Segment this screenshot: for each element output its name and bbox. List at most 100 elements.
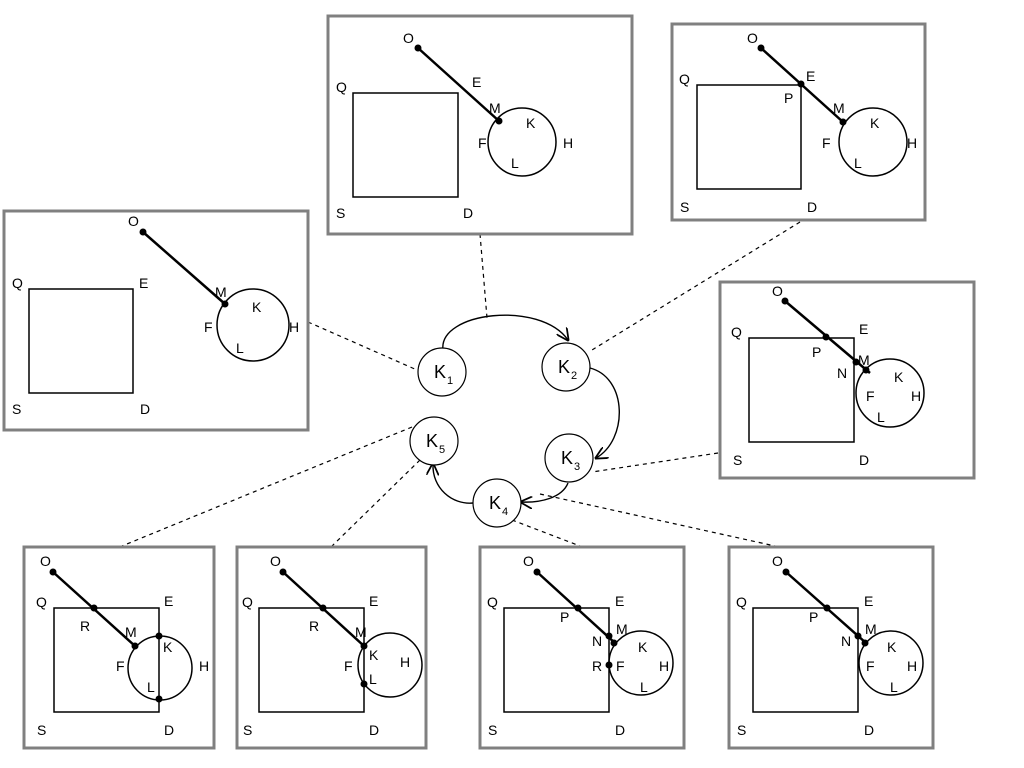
label-l: L — [236, 340, 244, 356]
label-f: F — [866, 658, 875, 674]
transition-arrows — [433, 314, 620, 504]
label-p: P — [812, 344, 821, 360]
panel-k2-config-a: O Q E M K F H L S D — [326, 14, 634, 236]
label-n: N — [837, 365, 847, 381]
label-m: M — [215, 284, 227, 300]
label-o: O — [523, 553, 534, 569]
label-s: S — [680, 199, 689, 215]
label-q: Q — [336, 79, 347, 95]
label-d: D — [615, 722, 625, 738]
label-m: M — [125, 624, 137, 640]
label-h: H — [289, 319, 299, 335]
label-p: P — [809, 609, 818, 625]
label-f: F — [616, 658, 625, 674]
state-node-k1: K 1 — [417, 347, 467, 397]
label-q: Q — [12, 275, 23, 291]
label-p: P — [784, 90, 793, 106]
label-d: D — [369, 722, 379, 738]
panel-k2-config-b: O Q E P M K F H L S D — [670, 22, 927, 222]
state-node-k4: K 4 — [472, 478, 522, 528]
arrow-k3-k4 — [521, 482, 569, 502]
label-d: D — [859, 452, 869, 468]
label-h: H — [199, 658, 209, 674]
label-e: E — [806, 68, 815, 84]
label-m: M — [858, 352, 870, 368]
label-d: D — [463, 205, 473, 221]
state-k3-label: K — [561, 448, 573, 468]
connector-k4-a — [511, 519, 581, 547]
state-k2-label: K — [558, 357, 570, 377]
state-k3-sub: 3 — [574, 461, 580, 473]
panel-k5-config-b: O Q E R M K F H L S D — [235, 545, 428, 750]
connector-k2 — [591, 221, 801, 351]
arrow-k2-k3 — [589, 367, 620, 458]
label-m: M — [355, 624, 367, 640]
label-k: K — [252, 299, 262, 315]
label-n: N — [592, 633, 602, 649]
state-k1-sub: 1 — [447, 375, 453, 387]
label-l: L — [147, 679, 155, 695]
state-k4-label: K — [489, 493, 501, 513]
label-o: O — [270, 553, 281, 569]
arrow-k4-k5 — [433, 464, 474, 504]
label-m: M — [865, 621, 877, 637]
label-k: K — [894, 369, 904, 385]
label-e: E — [164, 593, 173, 609]
state-k5-label: K — [426, 431, 438, 451]
label-s: S — [37, 722, 46, 738]
state-k4-sub: 4 — [502, 506, 508, 518]
label-q: Q — [242, 594, 253, 610]
label-k: K — [163, 639, 173, 655]
label-o: O — [747, 30, 758, 46]
connector-k1 — [307, 321, 418, 371]
label-m: M — [616, 621, 628, 637]
label-d: D — [807, 199, 817, 215]
state-k2-sub: 2 — [571, 370, 577, 382]
label-h: H — [400, 654, 410, 670]
label-f: F — [116, 658, 125, 674]
label-d: D — [140, 401, 150, 417]
label-r: R — [309, 618, 319, 634]
panel-k5-config-a: O Q E R M K F H L S D — [22, 545, 216, 750]
label-f: F — [478, 135, 487, 151]
label-m: M — [489, 100, 501, 116]
label-q: Q — [736, 594, 747, 610]
label-k: K — [870, 115, 880, 131]
label-l: L — [640, 679, 648, 695]
connector-k5-b — [331, 459, 421, 547]
label-r: R — [592, 658, 602, 674]
label-o: O — [128, 213, 139, 229]
label-l: L — [854, 155, 862, 171]
label-e: E — [864, 593, 873, 609]
arrow-k1-k2 — [442, 314, 568, 351]
panel-k4-config-a: O Q E P M N K R F H L S D — [478, 545, 686, 750]
label-h: H — [911, 388, 921, 404]
label-l: L — [890, 679, 898, 695]
label-d: D — [164, 722, 174, 738]
label-q: Q — [731, 324, 742, 340]
label-h: H — [907, 658, 917, 674]
label-f: F — [204, 319, 213, 335]
label-l: L — [511, 155, 519, 171]
label-s: S — [12, 401, 21, 417]
label-k: K — [526, 115, 536, 131]
label-h: H — [563, 135, 573, 151]
label-k: K — [369, 647, 379, 663]
label-p: P — [560, 609, 569, 625]
label-m: M — [833, 100, 845, 116]
label-o: O — [40, 553, 51, 569]
label-e: E — [369, 593, 378, 609]
connector-k5-a — [121, 426, 413, 547]
label-l: L — [877, 409, 885, 425]
label-e: E — [139, 275, 148, 291]
label-h: H — [659, 658, 669, 674]
dashed-connectors — [121, 221, 801, 547]
label-k: K — [638, 639, 648, 655]
label-o: O — [772, 553, 783, 569]
label-d: D — [864, 722, 874, 738]
label-q: Q — [36, 594, 47, 610]
label-f: F — [822, 135, 831, 151]
label-e: E — [472, 74, 481, 90]
state-node-k3: K 3 — [544, 433, 594, 483]
